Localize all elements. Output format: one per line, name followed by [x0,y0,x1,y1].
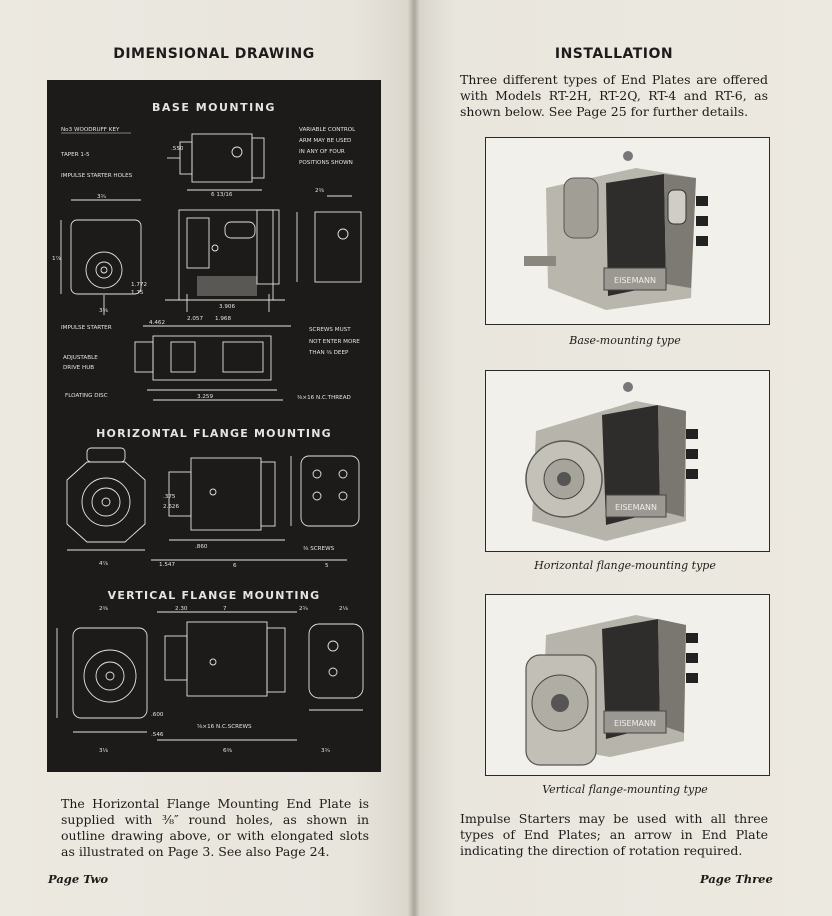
caption-vertical: Vertical flange-mounting type [542,783,708,796]
dimensional-drawing: BASE MOUNTING HORIZONTAL FLANGE MOUNTING… [47,80,381,772]
dim-2-3-8: 2⅜ [315,188,325,194]
base-mounting-title: BASE MOUNTING [152,101,276,114]
label-drive-hub: DRIVE HUB [63,365,94,371]
dim-5: 5 [325,563,329,569]
base-mounting-drawing [60,133,362,401]
dim-2-626: 2.626 [163,504,179,510]
dim-860: .860 [195,544,208,550]
label-floating-disc: FLOATING DISC [65,393,108,399]
caption-horizontal: Horizontal flange-mounting type [534,559,716,572]
dim-7: 7 [223,606,227,612]
label-screws-must: SCREWS MUST [309,327,351,333]
label-arm-may-be-used: ARM MAY BE USED [299,138,351,144]
dim-550: .550 [171,146,184,152]
dim-546: .546 [151,732,164,738]
dim-1-968: 1.968 [215,316,231,322]
dim-4-7-8: 4⅞ [99,561,109,567]
dim-2-1-8: 2⅛ [339,606,349,612]
dim-1-75: 1.75 [131,290,144,296]
dim-3-3-4: 3¾ [97,194,107,200]
left-folio: Page Two [48,872,109,886]
dim-2-3-4: 2¾ [299,606,309,612]
intro-text: Three different types of End Plates are … [460,72,768,119]
caption-base: Base-mounting type [569,334,681,347]
dim-1-7-8: 1⅞ [52,256,62,262]
dim-1-547: 1.547 [159,562,175,568]
label-impulse-starter: IMPULSE STARTER [61,325,112,331]
nameplate-base: EISEMANN [614,276,656,285]
dim-3-906: 3.906 [219,304,235,310]
dim-375: .375 [163,494,176,500]
label-positions-shown: POSITIONS SHOWN [299,160,353,166]
dim-3-3-8: 3⅜ [99,308,109,314]
dim-2-30: 2.30 [175,606,188,612]
book-spine [408,0,420,916]
horizontal-flange-drawing [66,447,360,561]
photo-horizontal-flange: EISEMANN [485,370,770,552]
horizontal-flange-title: HORIZONTAL FLANGE MOUNTING [96,427,332,440]
vertical-flange-title: VERTICAL FLANGE MOUNTING [108,589,321,602]
dim-600: .600 [151,712,164,718]
dim-3-259: 3.259 [197,394,213,400]
nameplate-vertical: EISEMANN [614,719,656,728]
dim-6: 6 [233,563,237,569]
dim-2-3-8-b: 2⅜ [99,606,109,612]
dim-6-13-16: 6 13/16 [211,192,233,198]
label-in-any-of-four: IN ANY OF FOUR [299,149,345,155]
right-folio: Page Three [700,872,773,886]
label-thread: ⅜×16 N.C.THREAD [297,395,351,401]
vertical-flange-drawing [56,611,364,741]
left-heading: DIMENSIONAL DRAWING [113,46,315,62]
label-not-enter-more: NOT ENTER MORE [309,339,360,345]
label-woodruff-key: No3 WOODRUFF KEY [61,127,120,133]
right-body-text: Impulse Starters may be used with all th… [460,811,768,858]
right-heading: INSTALLATION [554,46,674,62]
label-adjustable: ADJUSTABLE [63,355,98,361]
label-nc-screws: ⅝×16 N.C.SCREWS [197,724,252,730]
dim-3-3-4-b: 3¾ [321,748,331,754]
label-screws: ⅜ SCREWS [303,546,335,552]
label-impulse-holes: IMPULSE STARTER HOLES [61,173,133,179]
label-variable-control: VARIABLE CONTROL [299,127,356,133]
left-body-text: The Horizontal Flange Mounting End Plate… [61,796,369,859]
dim-6-3-8: 6⅜ [223,748,233,754]
photo-base-mounting: EISEMANN [485,137,770,325]
dim-3-1-8: 3⅛ [99,748,109,754]
photo-vertical-flange: EISEMANN [485,594,770,776]
label-taper: TAPER 1-5 [60,152,90,158]
dim-4-462: 4.462 [149,320,165,326]
left-page: DIMENSIONAL DRAWING BASE MOUNTING HORIZO… [0,0,414,916]
dim-2-057: 2.057 [187,316,203,322]
dim-1-772: 1.772 [131,282,147,288]
label-than-deep: THAN ⅜ DEEP [308,350,349,356]
nameplate-horizontal: EISEMANN [615,503,657,512]
